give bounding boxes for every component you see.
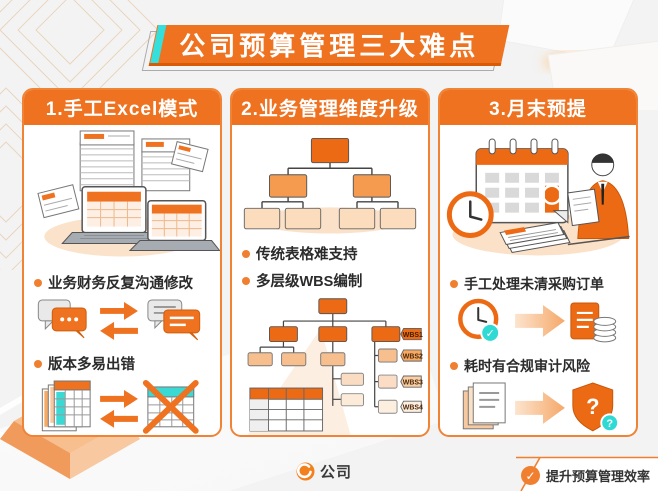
org-tree-illustration — [243, 137, 417, 234]
card-dimension-upgrade: 2.业务管理维度升级 传统表格难支持 多层级WBS编制 — [230, 88, 430, 437]
bullet-dot — [450, 280, 458, 289]
document-pile-icon — [499, 222, 630, 254]
svg-text:WBS2: WBS2 — [403, 354, 423, 361]
banner-bar: 公司预算管理三大难点 — [148, 25, 510, 66]
card-1-header: 1.手工Excel模式 — [24, 90, 220, 125]
spreadsheet-stack-icon — [41, 380, 91, 432]
footer-tagline: 提升预算管理效率 — [545, 469, 650, 484]
bullet-communication-label: 业务财务反复沟通修改 — [48, 276, 193, 293]
bullet-wbs: 多层级WBS编制 — [232, 270, 428, 291]
card-3-header: 3.月末预提 — [440, 90, 636, 125]
clock-check-icon: ✓ — [458, 299, 501, 344]
bullet-dot — [242, 276, 250, 285]
version-error-icon — [41, 380, 199, 435]
svg-text:WBS3: WBS3 — [403, 380, 423, 387]
badge-shape — [516, 456, 658, 491]
crossed-spreadsheet-icon — [142, 380, 199, 435]
person-icon — [567, 153, 630, 240]
wbs-tree-illustration: WBS1 WBS2 WBS3 WBS4 — [247, 298, 423, 435]
svg-text:?: ? — [586, 394, 599, 419]
svg-text:WBS4: WBS4 — [403, 405, 423, 412]
cards-row: 1.手工Excel模式 — [22, 88, 638, 437]
check-circle-icon: ✓ — [520, 466, 540, 485]
page-title: 公司预算管理三大难点 — [179, 30, 480, 61]
calendar-icon — [475, 138, 569, 224]
bullet-dot — [242, 249, 250, 258]
papers-to-shield-icon: ? ? — [462, 382, 620, 433]
brand-logo-icon — [296, 462, 315, 481]
wbs3-tag: WBS3 — [400, 375, 423, 388]
bullet-open-po-label: 手工处理未清采购订单 — [464, 276, 604, 293]
wbs2-tag: WBS2 — [400, 349, 423, 362]
exchange-arrows-icon — [100, 390, 138, 429]
transition-arrow-icon — [515, 392, 565, 425]
calendar-clock-person-illustration — [446, 138, 630, 256]
wbs4-tag: WBS4 — [400, 401, 423, 414]
chat-bubbles-right-icon — [147, 299, 201, 341]
bullet-open-po: 手工处理未清采购订单 — [440, 274, 636, 294]
bullet-dot — [34, 359, 42, 368]
chat-exchange-icon — [37, 299, 201, 341]
bullet-audit-risk-label: 耗时有合规审计风险 — [464, 358, 590, 375]
transition-arrow-icon — [515, 305, 565, 338]
laptops-papers-illustration — [37, 130, 220, 257]
clock-to-documents-icon: ✓ — [458, 299, 617, 344]
svg-text:✓: ✓ — [486, 328, 495, 340]
chat-bubbles-left-icon — [37, 299, 87, 339]
bullet-table-support: 传统表格难支持 — [232, 243, 428, 264]
card-2-header: 2.业务管理维度升级 — [232, 90, 428, 125]
bullet-communication: 业务财务反复沟通修改 — [24, 272, 220, 293]
document-coins-icon — [570, 302, 617, 343]
bullet-table-support-label: 传统表格难支持 — [256, 247, 358, 264]
footer-tagline-badge: ✓ 提升预算管理效率 — [468, 456, 658, 491]
bullet-wbs-label: 多层级WBS编制 — [256, 274, 363, 291]
card-month-end-accrual: 3.月末预提 — [438, 88, 638, 437]
brand-lockup: 公司 — [296, 461, 352, 482]
exchange-arrows-icon — [100, 302, 138, 341]
bullet-audit-risk: 耗时有合规审计风险 — [440, 356, 636, 376]
bullet-dot — [34, 278, 42, 287]
bullet-dot — [450, 362, 458, 371]
wbs1-tag: WBS1 — [400, 328, 423, 341]
risk-shield-icon: ? ? — [572, 382, 620, 433]
bullet-versions-label: 版本多易出错 — [48, 357, 135, 374]
svg-text:WBS1: WBS1 — [403, 332, 423, 339]
bullet-versions: 版本多易出错 — [24, 353, 220, 374]
svg-text:?: ? — [606, 418, 613, 430]
card-excel-mode: 1.手工Excel模式 — [22, 88, 222, 437]
clock-icon — [446, 191, 494, 239]
error-cross-icon — [142, 380, 199, 435]
title-banner: 公司预算管理三大难点 — [141, 25, 510, 71]
budget-table-icon — [249, 387, 324, 432]
brand-name: 公司 — [320, 464, 353, 481]
paper-stack-icon — [462, 382, 506, 430]
